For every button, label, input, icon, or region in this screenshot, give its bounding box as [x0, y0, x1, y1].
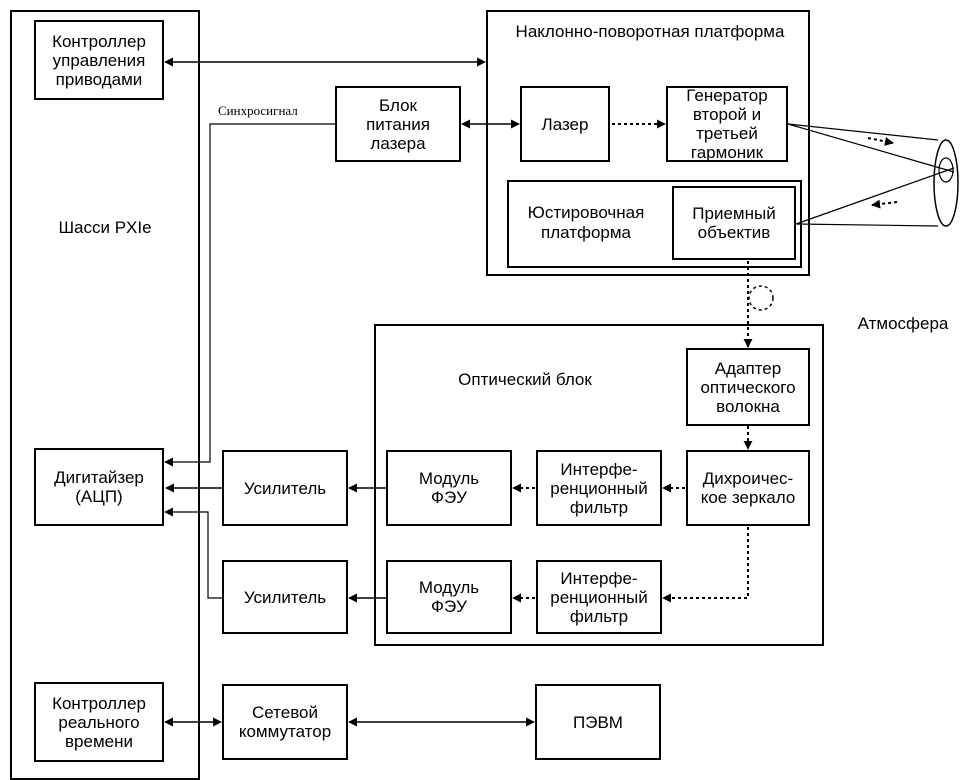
harmonic-generator: Генератор второй и третьей гармоник — [666, 86, 788, 162]
realtime-controller: Контроллер реального времени — [34, 682, 164, 762]
link-amp2-digitizer — [164, 507, 222, 599]
fiber-adapter: Адаптер оптического волокна — [686, 348, 810, 426]
interference-filter-2: Интерфе- ренционный фильтр — [536, 560, 662, 634]
dichroic-mirror: Дихроичес- кое зеркало — [686, 450, 810, 526]
link-sync-signal — [164, 123, 335, 467]
amplifier-2: Усилитель — [222, 560, 348, 634]
amplifier-1: Усилитель — [222, 450, 348, 526]
pc: ПЭВМ — [535, 684, 661, 760]
tilt-rotate-platform — [486, 10, 810, 276]
pmt-module-1: Модуль ФЭУ — [386, 450, 512, 526]
fiber-loop — [748, 285, 774, 311]
optical-block — [374, 324, 824, 646]
pmt-module-2: Модуль ФЭУ — [386, 560, 512, 634]
receiving-lens: Приемный объектив — [672, 186, 796, 260]
tilt-platform-label: Наклонно-поворотная платформа — [515, 22, 785, 41]
laser-power-unit: Блок питания лазера — [335, 86, 461, 162]
atmosphere-cylinder — [787, 123, 959, 227]
interference-filter-1: Интерфе- ренционный фильтр — [536, 450, 662, 526]
optical-block-label: Оптический блок — [458, 370, 592, 389]
atmosphere-label: Атмосфера — [857, 314, 949, 333]
laser: Лазер — [520, 86, 610, 162]
chassis-label: Шасси PXIe — [58, 218, 152, 237]
drive-controller: Контроллер управления приводами — [34, 20, 164, 100]
digitizer-adc: Дигитайзер (АЦП) — [34, 448, 164, 526]
network-switch: Сетевой коммутатор — [222, 684, 348, 760]
link-dichroic-filter2 — [662, 527, 749, 603]
alignment-platform-label: Юстировочная платформа — [527, 203, 645, 242]
sync-signal-label: Синхросигнал — [218, 103, 298, 118]
